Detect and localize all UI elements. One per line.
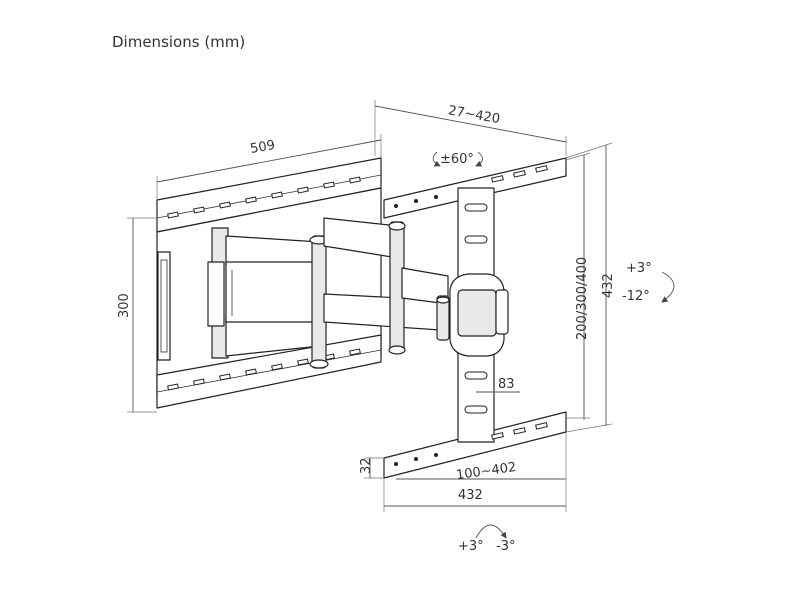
swivel-label: ±60° — [440, 152, 474, 167]
page-title: Dimensions (mm) — [112, 33, 246, 51]
tv-plate-height-label: 432 — [601, 273, 616, 298]
dimension-lines — [127, 100, 613, 512]
swivel-arrow-icon — [432, 151, 441, 167]
level-plus-label: +3° — [458, 539, 484, 554]
extension-label: 27~420 — [447, 103, 501, 127]
swivel-arrow-right-icon — [475, 151, 483, 167]
tv-plate-width-label: 432 — [458, 488, 483, 503]
vesa-vertical-label: 200/300/400 — [575, 257, 590, 340]
wall-plate-slots — [167, 176, 361, 391]
rail-height-label: 32 — [359, 457, 374, 474]
tilt-up-label: +3° — [626, 261, 652, 276]
tv-plate-holes — [394, 195, 438, 466]
level-minus-label: -3° — [496, 539, 515, 554]
tilt-arrow-icon — [661, 271, 675, 303]
upright-offset-label: 83 — [498, 377, 515, 392]
tv-plate-slots — [464, 165, 548, 440]
level-arrow-icon — [475, 524, 507, 539]
tv-plate — [383, 157, 567, 479]
wall-plate-width-label: 509 — [249, 138, 276, 157]
vesa-horizontal-label: 100~402 — [455, 460, 517, 483]
articulating-arms — [225, 217, 450, 369]
wall-plate-height-label: 300 — [117, 293, 132, 318]
tilt-down-label: -12° — [622, 289, 650, 304]
